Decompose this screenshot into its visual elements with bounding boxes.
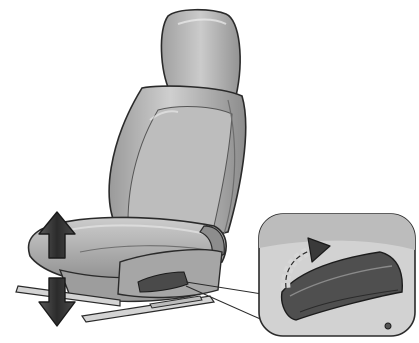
headrest <box>161 10 240 98</box>
backrest <box>109 86 246 236</box>
detail-inset <box>259 214 415 336</box>
